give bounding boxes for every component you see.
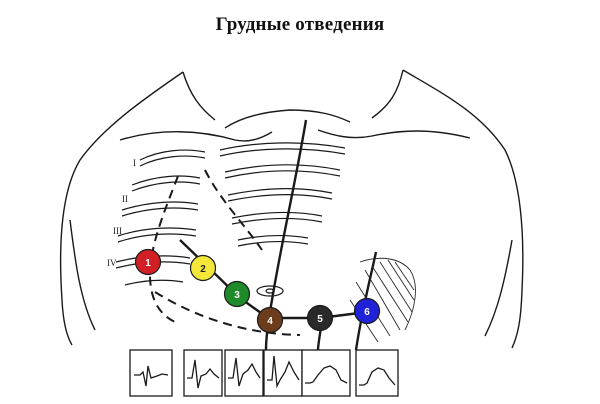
electrode-v5-label: 5	[317, 314, 323, 325]
electrode-v4-label: 4	[267, 316, 273, 327]
electrode-v3[interactable]: 3	[223, 280, 251, 308]
rib-label-4: IV	[107, 258, 117, 268]
ecg-box-v5	[301, 349, 351, 397]
reference-dashed-lines	[148, 169, 301, 336]
ribs-left-chest	[219, 142, 346, 247]
electrode-v6-label: 6	[364, 307, 370, 318]
diagram-title: Грудные отведения	[215, 14, 385, 35]
rib-label-2: II	[122, 194, 128, 204]
ecg-box-v3	[224, 349, 264, 397]
electrode-v3-label: 3	[234, 290, 240, 301]
ecg-box-v4	[263, 349, 303, 397]
ecg-box-v2	[183, 349, 223, 397]
rib-label-1: I	[133, 158, 136, 168]
electrodes: 1 2 3 4 5 6	[134, 248, 381, 334]
electrode-v6[interactable]: 6	[353, 297, 381, 325]
electrode-v2-label: 2	[200, 264, 206, 275]
electrode-v1[interactable]: 1	[134, 248, 162, 276]
electrode-v4[interactable]: 4	[256, 306, 284, 334]
ecg-waveforms	[129, 349, 399, 397]
nipple-mark	[256, 285, 284, 297]
electrode-v2[interactable]: 2	[189, 254, 217, 282]
ecg-box-v1	[129, 349, 173, 397]
electrode-v5[interactable]: 5	[306, 304, 334, 332]
rib-label-3: III	[113, 226, 122, 236]
rib-labels: I II III IV	[107, 158, 136, 268]
torso-outline	[59, 69, 524, 349]
electrode-v1-label: 1	[145, 258, 151, 269]
ecg-box-v6	[355, 349, 399, 397]
